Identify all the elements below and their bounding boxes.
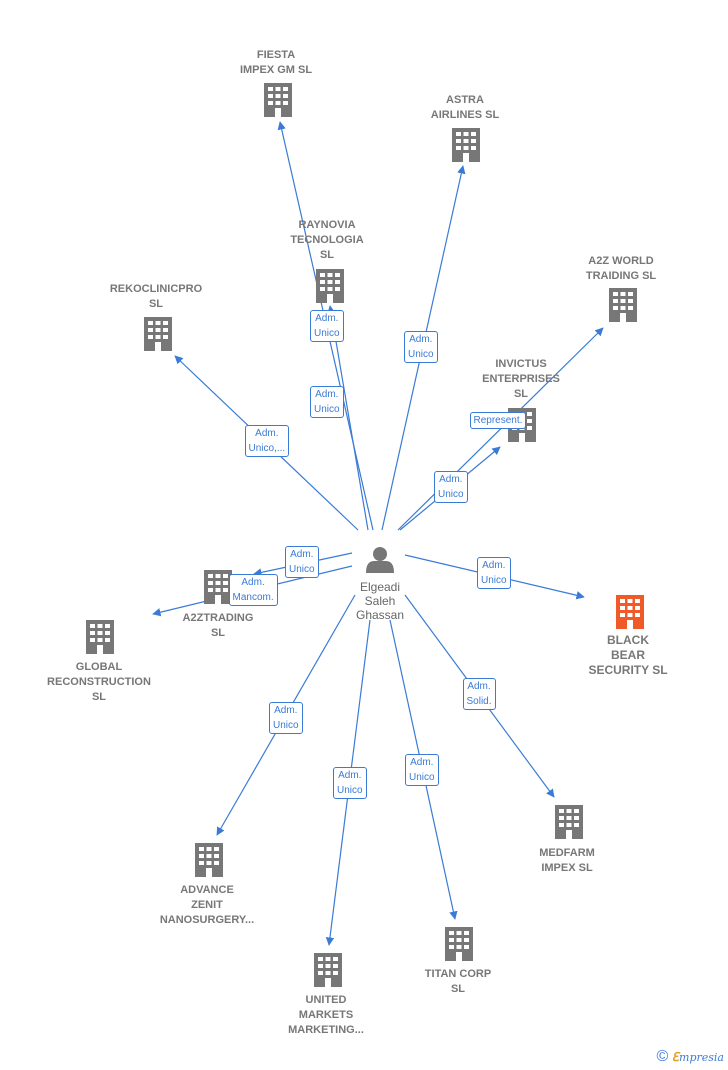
company-name-titan[interactable]: TITAN CORP SL [424,968,492,995]
company-name-global[interactable]: GLOBAL RECONSTRUCTION SL [47,661,151,703]
role-label-advance: Adm. Unico [269,702,303,734]
company-name-united[interactable]: UNITED MARKETS MARKETING... [288,994,364,1036]
role-label-invictus: Adm. Unico [434,471,468,503]
building-icon-fiesta[interactable] [264,83,292,117]
role-label-astra: Adm. Unico [404,331,438,363]
person-icon [366,547,394,573]
company-name-a2zworld[interactable]: A2Z WORLD TRAIDING SL [585,255,657,282]
copyright-icon: © [656,1048,669,1065]
company-name-a2ztrading[interactable]: A2ZTRADING SL [182,612,254,639]
building-icon-titan[interactable] [445,927,473,961]
company-name-astra[interactable]: ASTRA AIRLINES SL [430,94,500,121]
role-label-global: Adm. Mancom. [228,574,278,606]
role-label-blackbear: Adm. Unico [477,557,511,589]
company-name-advance[interactable]: ADVANCE ZENIT NANOSURGERY... [159,884,255,926]
role-label-titan: Adm. Unico [405,754,439,786]
edge-raynovia [327,305,369,531]
role-label-fiesta: Adm. Unico [310,386,344,418]
empresia-logo-icon: ℇ [671,1050,680,1064]
building-icon-a2ztrading[interactable] [204,570,232,604]
building-icon-medfarm[interactable] [555,805,583,839]
building-icon-a2zworld[interactable] [609,288,637,322]
role-label-united: Adm. Unico [333,767,367,799]
role-label-a2ztrading: Adm. Unico [285,546,319,578]
brand-footer: © ℇmpresia [657,1048,724,1066]
company-name-rekoclinic[interactable]: REKOCLINICPRO SL [109,283,203,310]
company-name-raynovia[interactable]: RAYNOVIA TECNOLOGIA SL [290,219,364,261]
role-label-a2zworld: Represent. [469,411,527,429]
company-name-medfarm[interactable]: MEDFARM IMPEX SL [539,847,595,874]
building-icon-advance[interactable] [195,843,223,877]
edge-a2zworld [397,327,604,531]
brand-name: mpresia [679,1051,724,1064]
building-icon-astra[interactable] [452,128,480,162]
role-label-rekoclinic: Adm. Unico,... [244,425,290,457]
person-name: Elgeadi Saleh Ghassan [355,580,405,622]
company-name-invictus[interactable]: INVICTUS ENTERPRISES SL [482,358,560,400]
building-icon-united[interactable] [314,953,342,987]
company-name-fiesta[interactable]: FIESTA IMPEX GM SL [239,49,313,76]
building-icon-rekoclinic[interactable] [144,317,172,351]
role-label-medfarm: Adm. Solid. [462,678,496,710]
building-icon-highlight[interactable] [616,595,644,629]
building-icon-global[interactable] [86,620,114,654]
company-name-blackbear[interactable]: BLACK BEAR SECURITY SL [588,633,668,677]
building-icon-raynovia[interactable] [316,269,344,303]
role-label-raynovia: Adm. Unico [310,310,344,342]
